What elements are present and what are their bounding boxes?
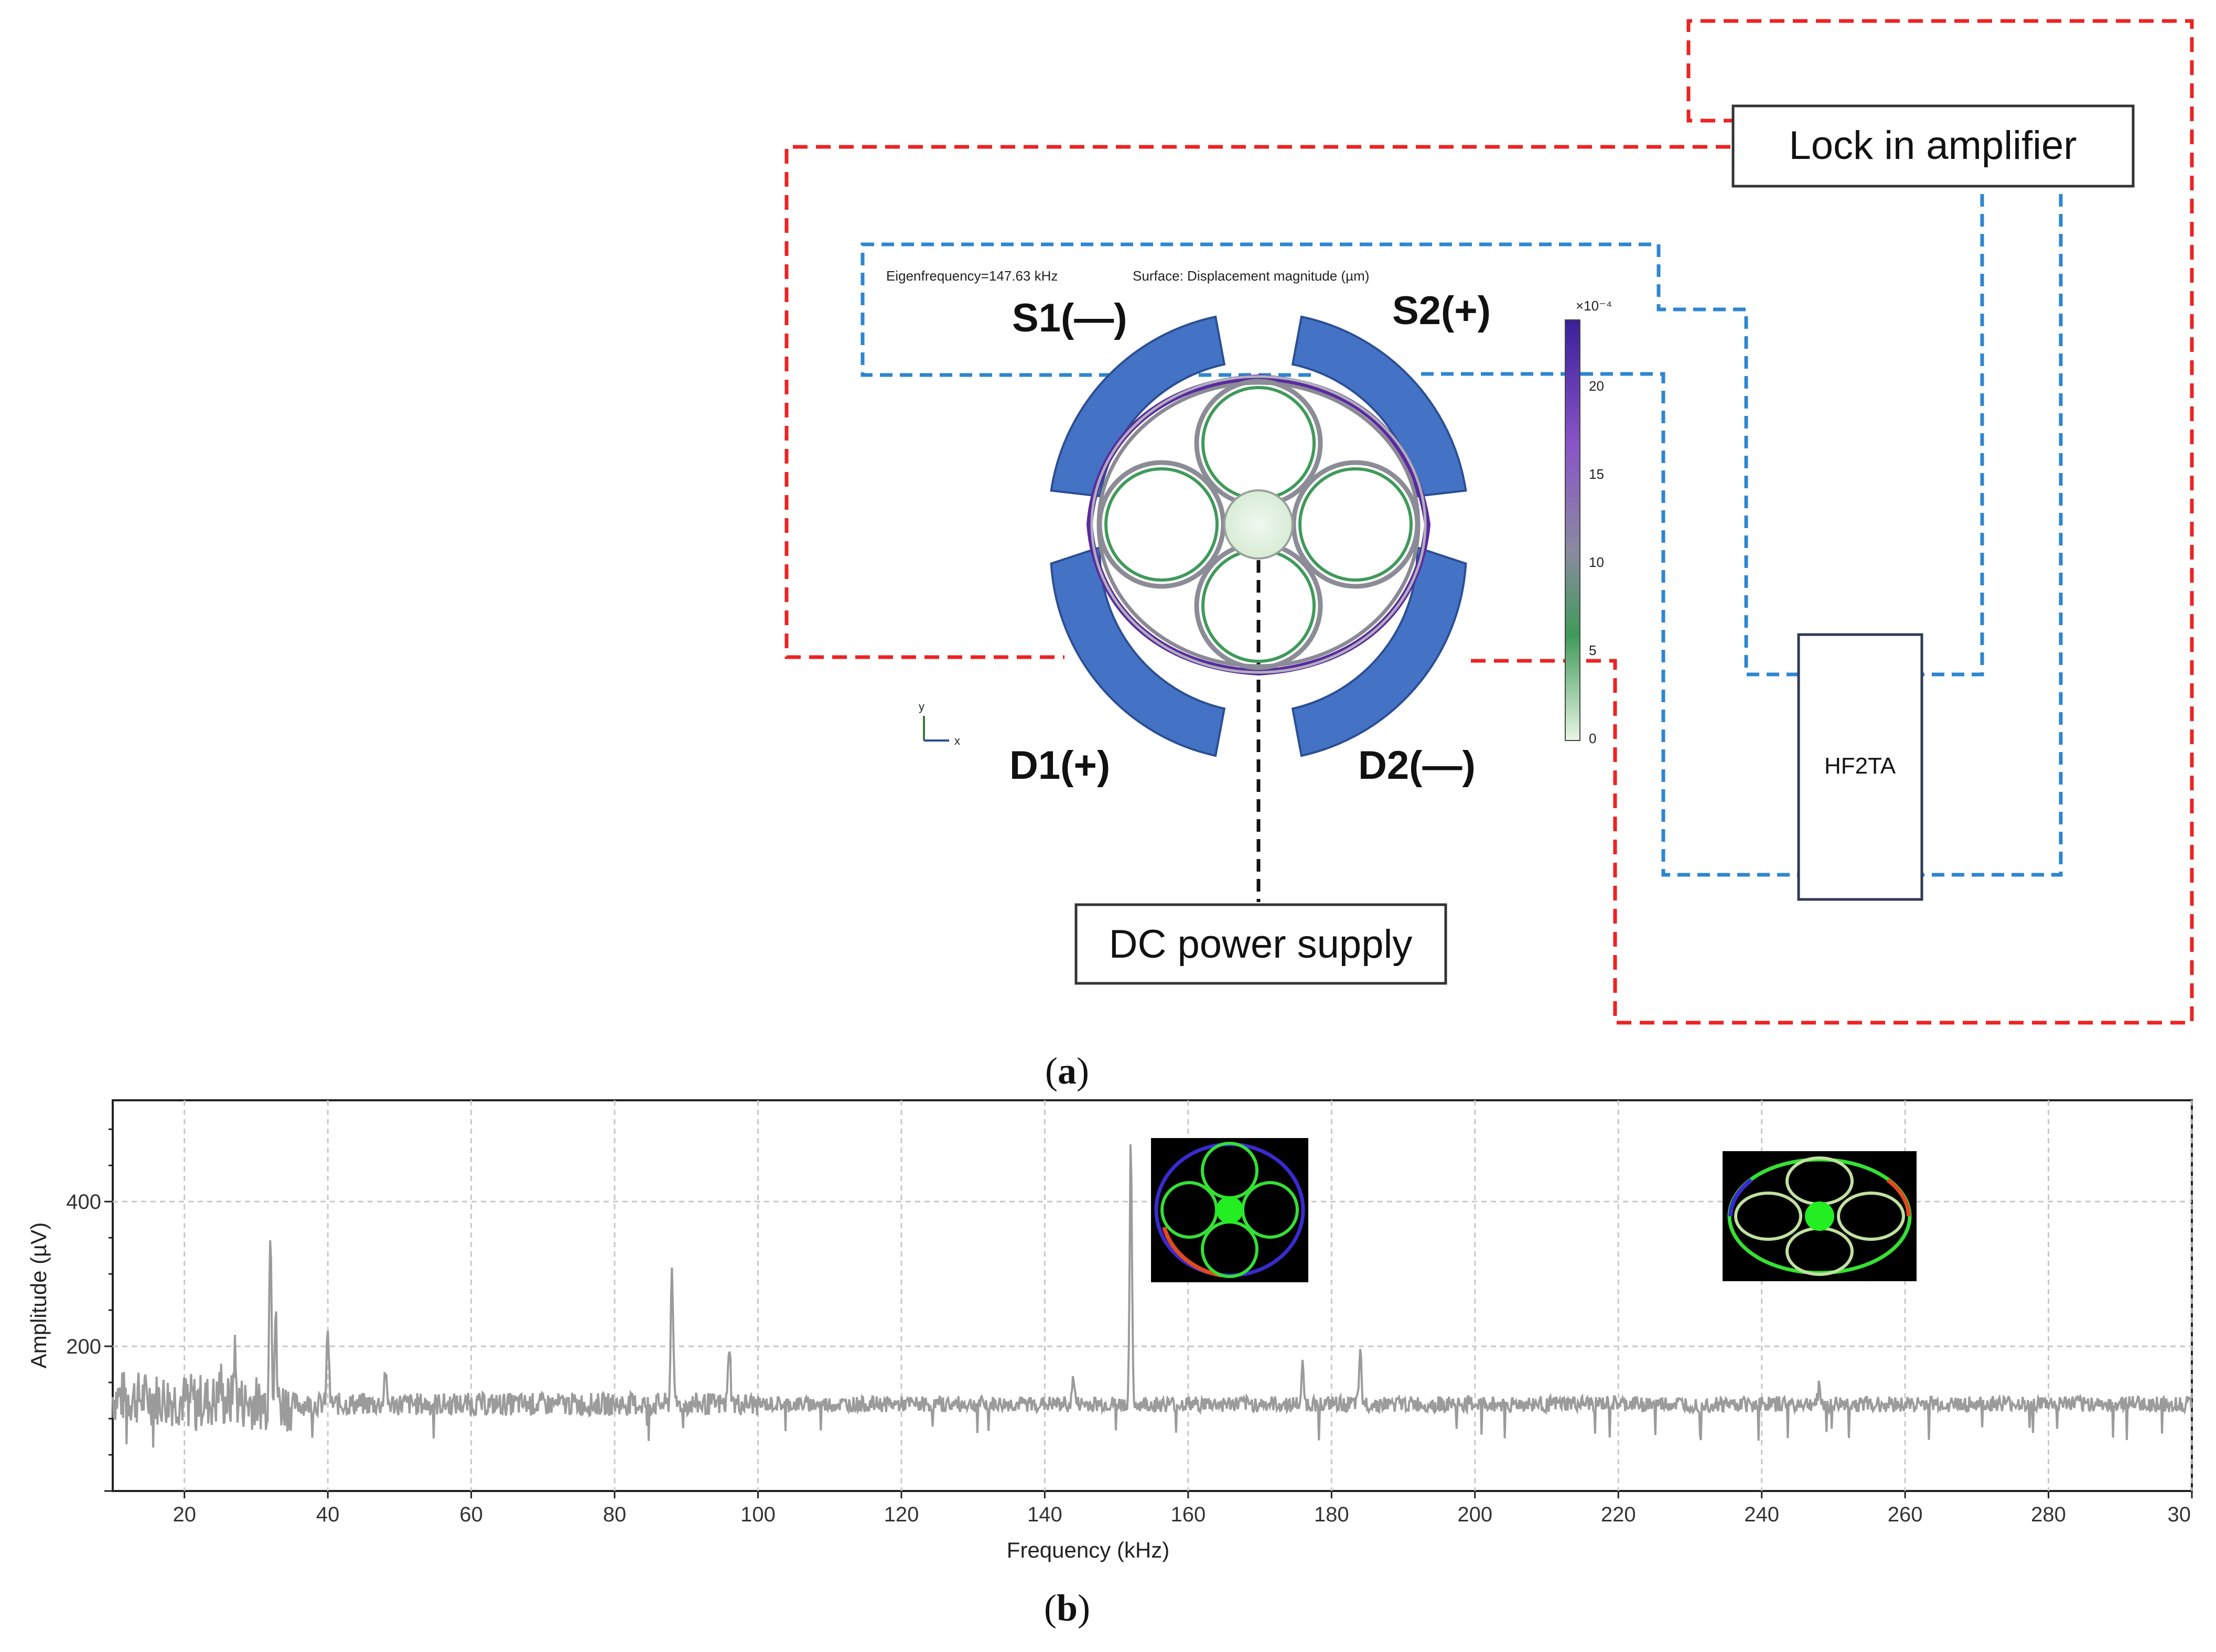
- dc-power-supply: DC power supply: [1074, 903, 1447, 985]
- drive-wire-top-loop: [1463, 19, 2194, 1025]
- electrode-label-s1: S1(—): [1012, 296, 1127, 340]
- eigenfrequency-label: Eigenfrequency=147.63 kHz: [886, 268, 1058, 284]
- x-axis-label: Frequency (kHz): [1007, 1538, 1169, 1562]
- y-axis-label: Amplitude (µV): [26, 1222, 51, 1369]
- electrodes: [1050, 315, 1467, 757]
- electrode-s1: [1050, 315, 1226, 498]
- outer-ring-mid-edge: [1090, 375, 1427, 674]
- colorbar-exponent: ×10⁻⁴: [1576, 298, 1612, 314]
- inner-ring-highlights: [1104, 386, 1413, 663]
- caption-a: (a): [1045, 1050, 1089, 1092]
- hf2ta-label: HF2TA: [1824, 753, 1896, 779]
- x-tick-label: 240: [1744, 1503, 1779, 1526]
- axis-x-label: x: [954, 734, 960, 747]
- colorbar-tick-0: 0: [1589, 731, 1596, 746]
- sense-wires: [860, 194, 2063, 877]
- electrode-d1: [1050, 546, 1226, 757]
- sense-wire-s2: [1421, 372, 1799, 877]
- inset-mode-2: [1723, 1151, 1917, 1281]
- lock-in-amplifier: Lock in amplifier: [1731, 104, 2135, 188]
- axis-y-label: y: [919, 700, 924, 713]
- dc-supply-label: DC power supply: [1109, 922, 1413, 967]
- x-tick-label: 220: [1601, 1503, 1636, 1526]
- electrode-s2: [1291, 315, 1467, 498]
- electrode-d2: [1291, 546, 1467, 757]
- caption-a-letter: a: [1058, 1050, 1077, 1092]
- inset-mode-1: [1151, 1138, 1308, 1282]
- caption-b: (b): [1044, 1587, 1090, 1629]
- x-tick-label: 20: [173, 1503, 196, 1526]
- sense-wire-lockin-b: [1919, 194, 2063, 877]
- lock-in-label: Lock in amplifier: [1789, 123, 2077, 168]
- inner-ring-left: [1097, 460, 1226, 589]
- axis-triad: y x: [919, 700, 960, 747]
- panel-a: Lock in amplifier HF2TA DC power supply …: [784, 19, 2194, 1092]
- x-tick-label: 40: [316, 1503, 340, 1526]
- colorbar: ×10⁻⁴ 20 15 10 5 0: [1565, 298, 1612, 746]
- x-tick-label: 280: [2031, 1503, 2066, 1526]
- x-tick-label: 180: [1314, 1503, 1349, 1526]
- inner-ring-right: [1291, 460, 1420, 589]
- x-tick-label: 160: [1170, 1503, 1206, 1526]
- panel-b: 20 40 60 80 100 120 140 160 180 200 220 240 260 280 30…: [26, 1099, 2193, 1629]
- resonator: [1086, 374, 1431, 676]
- colorbar-tick-20: 20: [1589, 378, 1604, 394]
- caption-b-letter: b: [1057, 1587, 1078, 1629]
- y-tick-labels: 200 400: [66, 1128, 113, 1492]
- x-tick-labels: 20 40 60 80 100 120 140 160 180 200 220 240 260 280 30: [173, 1491, 2193, 1526]
- drive-wire-left-loop: [784, 145, 1730, 659]
- x-tick-label: 140: [1027, 1503, 1062, 1526]
- x-tick-label: 80: [603, 1503, 627, 1526]
- colorbar-tick-5: 5: [1589, 642, 1596, 658]
- colorbar-tick-10: 10: [1589, 554, 1604, 570]
- spectrum-line: [112, 1144, 2192, 1448]
- x-tick-label: 200: [1457, 1503, 1492, 1526]
- y-tick-label: 400: [66, 1190, 101, 1214]
- electrode-label-d2: D2(—): [1358, 743, 1476, 788]
- inner-ring-top: [1194, 379, 1323, 508]
- x-tick-label: 60: [459, 1503, 483, 1526]
- x-tick-label: 100: [740, 1503, 776, 1526]
- x-tick-label: 120: [884, 1503, 919, 1526]
- surface-label: Surface: Displacement magnitude (µm): [1133, 268, 1369, 284]
- drive-wires: [784, 19, 2194, 1025]
- hf2ta-box: HF2TA: [1797, 633, 1923, 901]
- x-tick-label: 30: [2168, 1503, 2191, 1526]
- sense-wire-lockin-a: [1919, 194, 1984, 677]
- center-hub: [1223, 489, 1294, 560]
- sense-wire-s1: [860, 242, 1799, 677]
- electrode-label-d1: D1(+): [1009, 743, 1110, 788]
- x-tick-label: 260: [1888, 1503, 1923, 1526]
- electrode-label-s2: S2(+): [1392, 288, 1491, 333]
- y-tick-label: 200: [66, 1335, 101, 1358]
- colorbar-tick-15: 15: [1589, 466, 1604, 482]
